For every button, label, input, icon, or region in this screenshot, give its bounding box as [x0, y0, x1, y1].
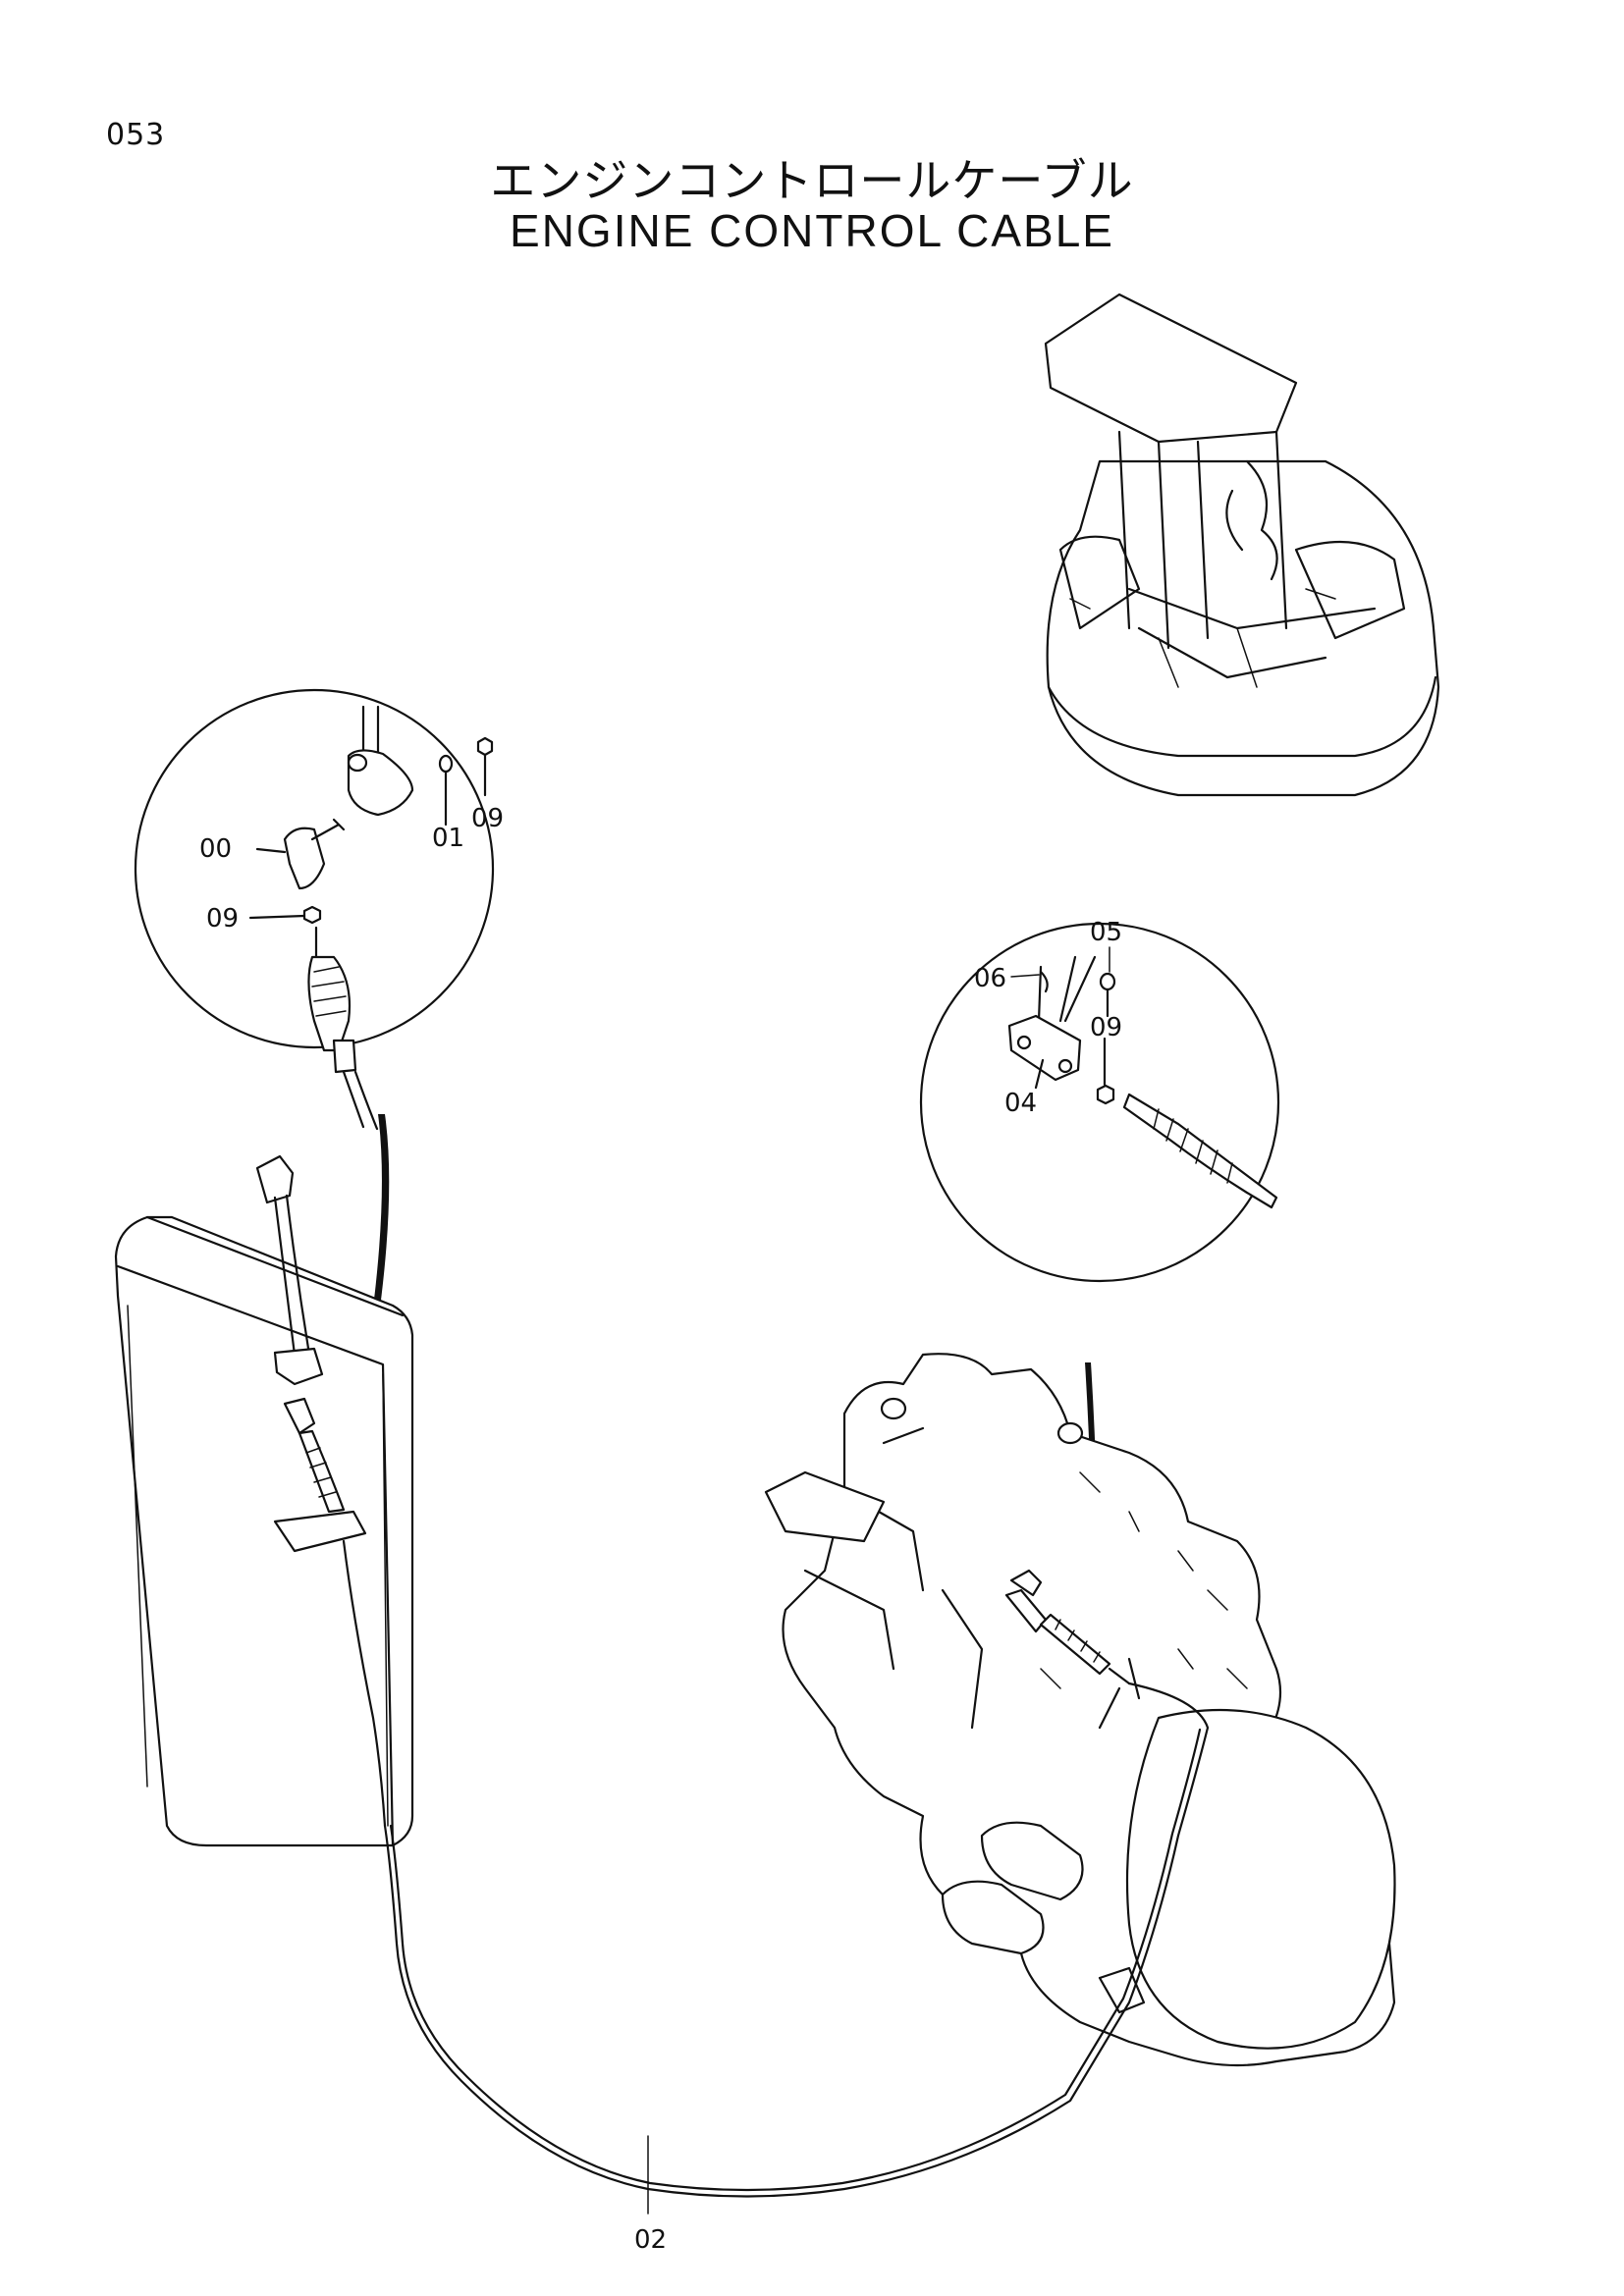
callout-00: 00	[199, 834, 232, 864]
title-japanese: エンジンコントロールケーブル	[490, 154, 1134, 207]
detail-circle-governor	[919, 922, 1280, 1283]
callout-09-top: 09	[471, 804, 504, 833]
leader-wedge-left	[352, 1114, 390, 1443]
callout-09-right: 09	[1090, 1013, 1122, 1042]
control-cable-02	[383, 1682, 1210, 2198]
control-box-illustration	[114, 1154, 414, 1847]
control-cable-outer	[389, 1728, 1202, 2192]
callout-05: 05	[1090, 918, 1122, 947]
callout-09-left: 09	[206, 904, 239, 934]
detail-circle-lever	[134, 688, 495, 1131]
leader-06	[1010, 974, 1040, 978]
engine-illustration	[764, 1353, 1396, 2067]
title-english: ENGINE CONTROL CABLE	[510, 205, 1114, 256]
callout-04: 04	[1004, 1089, 1037, 1118]
callout-02: 02	[634, 2225, 667, 2255]
callout-01: 01	[432, 824, 464, 853]
page-number: 053	[106, 118, 166, 152]
machine-overview-illustration	[1044, 293, 1440, 797]
callout-06: 06	[974, 964, 1006, 993]
